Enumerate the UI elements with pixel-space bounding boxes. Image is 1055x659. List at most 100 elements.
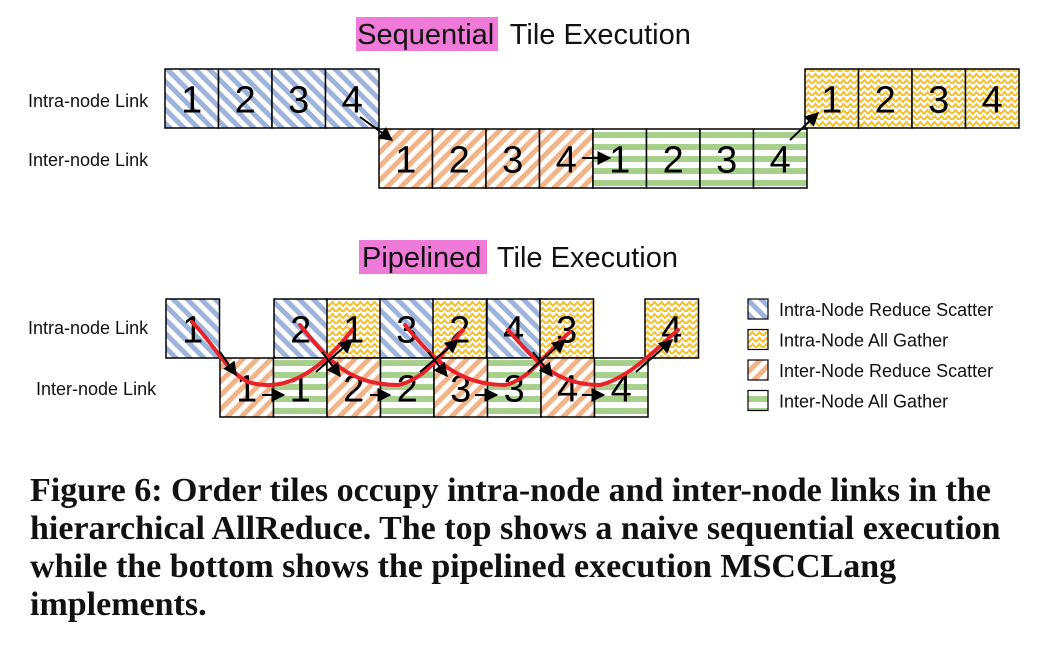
flow-line-tile-1 (190, 320, 354, 387)
legend-swatch (747, 389, 769, 412)
pipe-arrow-9 (527, 339, 567, 373)
legend-label: Inter-Node All Gather (779, 392, 948, 412)
legend-label: Intra-Node Reduce Scatter (779, 300, 993, 320)
pipe-intra-tile-7-box (539, 298, 595, 359)
seq-inter-link-label: Inter-node Link (28, 150, 149, 170)
flow-line-tile-4 (506, 328, 680, 388)
seq-intra-rs-tile-4: 4 (324, 68, 380, 129)
seq-intra-ag-tile-3-label: 3 (928, 80, 949, 122)
seq-intra-ag-tile-2-box (857, 68, 913, 129)
legend-item-intra-rs: Intra-Node Reduce Scatter (747, 298, 993, 320)
seq-arrow-inter-to-intra (789, 112, 820, 141)
pipe-arrow-7 (427, 351, 448, 378)
seq-inter-rs-tile-4-label: 4 (556, 140, 577, 182)
pipe-inter-link-label: Inter-node Link (36, 379, 157, 399)
pipe-intra-tile-7: 3 (539, 298, 595, 359)
pipe-inter-tile-6-label: 3 (504, 369, 525, 411)
seq-inter-ag-tile-3-label: 3 (716, 140, 737, 182)
pipe-intra-tile-6-box (486, 298, 542, 359)
legend-swatch (747, 298, 769, 320)
seq-inter-ag-tile-4-box (752, 128, 808, 189)
pipe-arrow-4 (321, 351, 341, 378)
legend-label: Inter-Node Reduce Scatter (779, 361, 993, 381)
pipelined-title-highlight-bg (359, 240, 487, 274)
legend-swatch (747, 359, 769, 381)
seq-inter-rs-tile-1-label: 1 (395, 140, 416, 182)
pipe-inter-tile-8-box (593, 357, 649, 418)
pipe-intra-link-label: Intra-node Link (28, 318, 149, 338)
seq-inter-ag-tile-3: 3 (699, 128, 755, 189)
pipe-arrow-10 (532, 351, 553, 378)
seq-intra-ag-tile-4: 4 (964, 68, 1020, 129)
seq-intra-rs-tile-1-label: 1 (181, 80, 202, 122)
pipe-inter-tile-8: 4 (593, 357, 649, 418)
seq-intra-rs-tile-2: 2 (217, 68, 273, 129)
seq-inter-rs-tile-2: 2 (431, 128, 487, 189)
sequential-title: Sequential Tile Execution (357, 19, 691, 51)
seq-arrow-intra-to-inter (359, 116, 394, 141)
seq-inter-ag-tile-4-label: 4 (770, 140, 791, 182)
pipeline-arrows (219, 339, 674, 402)
seq-intra-ag-tile-2: 2 (857, 68, 913, 129)
seq-intra-rs-tile-2-label: 2 (235, 80, 256, 122)
seq-intra-rs-tile-1: 1 (164, 68, 220, 129)
seq-intra-ag-tile-2-label: 2 (875, 80, 896, 122)
pipe-inter-tile-4-label: 2 (397, 369, 418, 411)
pipe-intra-tile-8: 4 (644, 298, 700, 359)
seq-inter-ag-tile-3-box (699, 128, 755, 189)
pipe-intra-tile-5: 2 (432, 298, 488, 359)
tile-execution-diagram: Sequential Tile Execution Intra-node Lin… (28, 17, 1020, 418)
seq-intra-rs-tile-3-label: 3 (288, 80, 309, 122)
sequential-title-highlight: Sequential (357, 19, 494, 51)
seq-intra-rs-tile-4-label: 4 (342, 80, 363, 122)
legend-label: Intra-Node All Gather (779, 331, 948, 351)
seq-inter-ag-tile-2-label: 2 (663, 140, 684, 182)
seq-inter-rs-tile-2-label: 2 (449, 140, 470, 182)
legend-item-inter-ag: Inter-Node All Gather (747, 389, 948, 412)
seq-inter-rs-tile-4: 4 (538, 128, 594, 189)
seq-intra-link-label: Intra-node Link (28, 91, 149, 111)
seq-inter-ag-tile-2-box (645, 128, 701, 189)
seq-inter-ag-tile-2: 2 (645, 128, 701, 189)
seq-inter-ag-tile-1-label: 1 (609, 140, 630, 182)
seq-intra-ag-tile-4-label: 4 (982, 80, 1003, 122)
seq-inter-rs-tile-2-box (431, 128, 487, 189)
pipe-intra-tile-2-label: 2 (290, 310, 311, 352)
seq-intra-rs-tile-3: 3 (271, 68, 327, 129)
seq-intra-rs-tile-1-box (164, 68, 220, 129)
seq-inter-rs-tile-3: 3 (485, 128, 541, 189)
seq-intra-ag-tile-3: 3 (911, 68, 967, 129)
seq-intra-rs-tile-2-box (217, 68, 273, 129)
pipelined-title: Pipelined Tile Execution (362, 242, 678, 274)
seq-inter-rs-tile-1: 1 (378, 128, 434, 189)
sequential-title-highlight-bg (356, 17, 498, 51)
pipe-arrow-3 (315, 339, 354, 373)
legend-item-inter-rs: Inter-Node Reduce Scatter (747, 359, 993, 381)
pipe-inter-tile-7: 4 (540, 357, 596, 418)
seq-intra-ag-tile-4-box (964, 68, 1020, 129)
pipe-arrow-1 (219, 351, 237, 377)
seq-intra-rs-tile-3-box (271, 68, 327, 129)
pipe-intra-tile-6: 4 (486, 298, 542, 359)
seq-intra-ag-tile-3-box (911, 68, 967, 129)
pipe-arrow-12 (635, 339, 674, 373)
figure-caption: Figure 6: Order tiles occupy intra-node … (30, 472, 1001, 623)
pipe-inter-tile-3: 2 (326, 357, 382, 418)
legend-swatch (747, 328, 769, 351)
seq-inter-rs-tile-3-label: 3 (502, 140, 523, 182)
pipe-intra-tile-1: 1 (165, 298, 221, 359)
legend-item-intra-ag: Intra-Node All Gather (747, 328, 948, 351)
seq-intra-ag-tile-1-label: 1 (821, 80, 842, 122)
pipelined-title-highlight: Pipelined (362, 242, 481, 274)
seq-intra-rs-tile-4-box (324, 68, 380, 129)
pipe-inter-tile-5: 3 (433, 357, 489, 418)
pipe-intra-tile-1-label: 1 (182, 310, 203, 352)
pipelined-title-rest: Tile Execution (497, 242, 678, 274)
pipe-intra-tile-4-label: 3 (396, 310, 417, 352)
pipe-intra-tile-1-box (165, 298, 221, 359)
seq-inter-ag-tile-4: 4 (752, 128, 808, 189)
sequential-title-rest: Tile Execution (510, 19, 691, 51)
pipe-arrow-6 (419, 339, 460, 373)
